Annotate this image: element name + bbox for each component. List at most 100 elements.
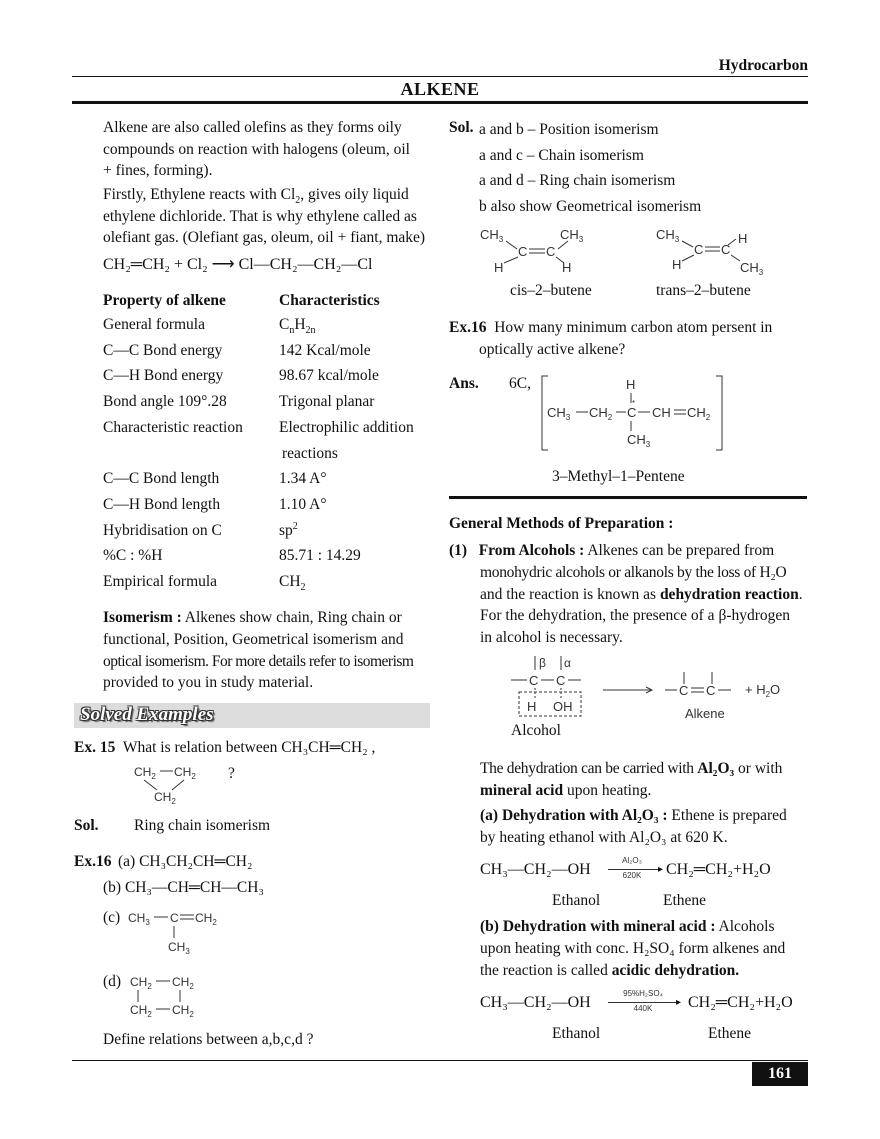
svg-text:+ H2O: + H2O [745, 682, 780, 699]
ans-label: Ans. [449, 375, 479, 392]
dehydration-paragraph: The dehydration can be carried with Al₂O… [480, 760, 783, 799]
empirical-formula-value: CH2 [279, 573, 306, 594]
svg-text:OH: OH [553, 699, 573, 714]
gmp-title: General Methods of Preparation : [449, 515, 674, 532]
svg-text:CH3: CH3 [560, 227, 584, 244]
ex15-sol-text: Ring chain isomerism [134, 817, 271, 834]
solved-examples-banner: Solved Examples [74, 703, 430, 728]
svg-text:CH3: CH3 [480, 227, 504, 244]
svg-text:CH2: CH2 [195, 911, 217, 927]
svg-text:C: C [627, 405, 636, 420]
characteristic-value: 1.34 A° [279, 470, 327, 488]
property-name: C—H Bond length [103, 495, 221, 513]
ex16-right-question: Ex.16 How many minimum carbon atom perse… [449, 319, 773, 358]
svg-text:C: C [721, 242, 730, 257]
trans-label: trans–2–butene [656, 282, 751, 299]
cis-2-butene-structure: CH3 CH3 C C H H [480, 227, 584, 275]
ex16-option-b: (b) CH₃—CH═CH—CH₃ [103, 879, 264, 896]
subject-header: Hydrocarbon [718, 57, 808, 74]
characteristic-value: reactions [282, 444, 338, 462]
svg-text:C: C [556, 673, 565, 688]
ex15-sol-label: Sol. [74, 817, 99, 834]
method-1-paragraph: (1) From Alcohols : Alkenes can be prepa… [449, 542, 803, 647]
eq-a-ethanol: Ethanol [552, 892, 601, 909]
dehydration-scheme: β α C C H OH C C + H2O [511, 656, 780, 717]
ex15-question-mark: ? [228, 765, 235, 782]
svg-text:CH2: CH2 [130, 975, 152, 991]
ex16-option-d-label: (d) [103, 973, 122, 990]
svg-text:CH3: CH3 [656, 227, 680, 244]
svg-text:α: α [564, 656, 571, 670]
isomerism-paragraph: Isomerism : Alkenes show chain, Ring cha… [103, 609, 414, 692]
property-name: %C : %H [103, 547, 163, 565]
eq-a-right: CH₂═CH₂+H₂O [666, 861, 771, 878]
svg-text:CH3: CH3 [168, 940, 190, 956]
svg-text:CH2: CH2 [134, 765, 156, 781]
characteristic-value: Trigonal planar [279, 393, 375, 411]
characteristic-value: 85.71 : 14.29 [279, 547, 361, 565]
cyclobutane-structure: CH2 CH2 CH2 CH2 [130, 975, 194, 1019]
chlorination-equation: CH₂═CH₂ + Cl₂ ⟶ Cl—CH₂—CH₂—Cl [103, 256, 373, 273]
property-name: Empirical formula [103, 573, 218, 591]
section-divider [449, 496, 807, 499]
svg-text:C: C [518, 244, 527, 259]
ex16-define-question: Define relations between a,b,c,d ? [103, 1031, 314, 1048]
intro-paragraph-2: Firstly, Ethylene reacts with Cl2, gives… [103, 186, 426, 246]
svg-text:CH3: CH3 [627, 432, 651, 449]
svg-text:CH2: CH2 [172, 975, 194, 991]
svg-text:CH3: CH3 [740, 260, 764, 277]
footer-rule [72, 1060, 808, 1061]
property-name: Bond angle 109°.28 [103, 393, 227, 411]
cyclopropane-structure: CH2 CH2 CH2 [134, 765, 196, 806]
svg-text:C: C [706, 683, 715, 698]
eq-b-right: CH₂═CH₂+H₂O [688, 994, 793, 1011]
property-table: General formula C—C Bond energy C—H Bond… [103, 312, 243, 595]
svg-text:CH2: CH2 [130, 1003, 152, 1019]
characteristic-value: 1.10 A° [279, 495, 327, 513]
alkene-label: Alkene [685, 706, 725, 721]
svg-text:H: H [562, 260, 571, 275]
method-a-paragraph: (a) Dehydration with Al₂O₃ : Ethene is p… [480, 807, 787, 846]
general-formula-value: CnH2n [279, 316, 316, 337]
ans-compound-name: 3–Methyl–1–Pentene [552, 468, 685, 485]
page-title: ALKENE [400, 79, 480, 99]
isobutene-structure: CH3 C CH2 CH3 [128, 911, 217, 956]
characteristic-value: 98.67 kcal/mole [279, 367, 379, 385]
property-name: C—C Bond energy [103, 341, 223, 359]
page-number: 161 [752, 1062, 808, 1086]
property-name: General formula [103, 316, 205, 333]
svg-text:H: H [527, 699, 536, 714]
property-name: C—C Bond length [103, 470, 220, 488]
intro-paragraph-1: Alkene are also called olefins as they f… [103, 119, 410, 179]
hybridisation-value: sp2 [279, 520, 298, 539]
svg-text:CH3: CH3 [128, 911, 150, 927]
eq-a-left: CH₃—CH₂—OH [480, 861, 591, 878]
eq-b-arrow: 95%H₂SO₄ ▸ 440K [608, 989, 684, 1017]
right-sol-lines: a and b – Position isomerism a and c – C… [479, 121, 702, 216]
svg-text:CH2: CH2 [687, 405, 711, 422]
header-rule-thin [72, 76, 808, 77]
property-header: Property of alkene [103, 292, 226, 309]
eq-b-ethanol: Ethanol [552, 1025, 601, 1042]
svg-text:C: C [694, 242, 703, 257]
svg-text:*: * [632, 399, 635, 408]
svg-text:C: C [529, 673, 538, 688]
svg-text:C: C [546, 244, 555, 259]
eq-a-arrow: Al₂O₃ ▸ 620K [608, 856, 664, 884]
eq-b-left: CH₃—CH₂—OH [480, 994, 591, 1011]
property-name [103, 441, 243, 467]
svg-text:C: C [170, 911, 179, 925]
ex16-label: Ex.16 [74, 853, 112, 870]
cis-label: cis–2–butene [510, 282, 592, 299]
svg-text:CH2: CH2 [174, 765, 196, 781]
ex16-option-a: (a) CH₃CH₂CH═CH₂ [118, 853, 253, 870]
property-name: Characteristic reaction [103, 418, 243, 436]
svg-text:CH2: CH2 [154, 790, 176, 806]
characteristic-value: Electrophilic addition [279, 418, 414, 436]
ans-text: 6C, [509, 375, 531, 392]
svg-text:CH2: CH2 [172, 1003, 194, 1019]
characteristics-table: CnH2n 142 Kcal/mole 98.67 kcal/mole Trig… [279, 312, 414, 595]
characteristics-header: Characteristics [279, 292, 380, 309]
ex16-option-c-label: (c) [103, 909, 121, 926]
svg-text:CH2: CH2 [589, 405, 613, 422]
